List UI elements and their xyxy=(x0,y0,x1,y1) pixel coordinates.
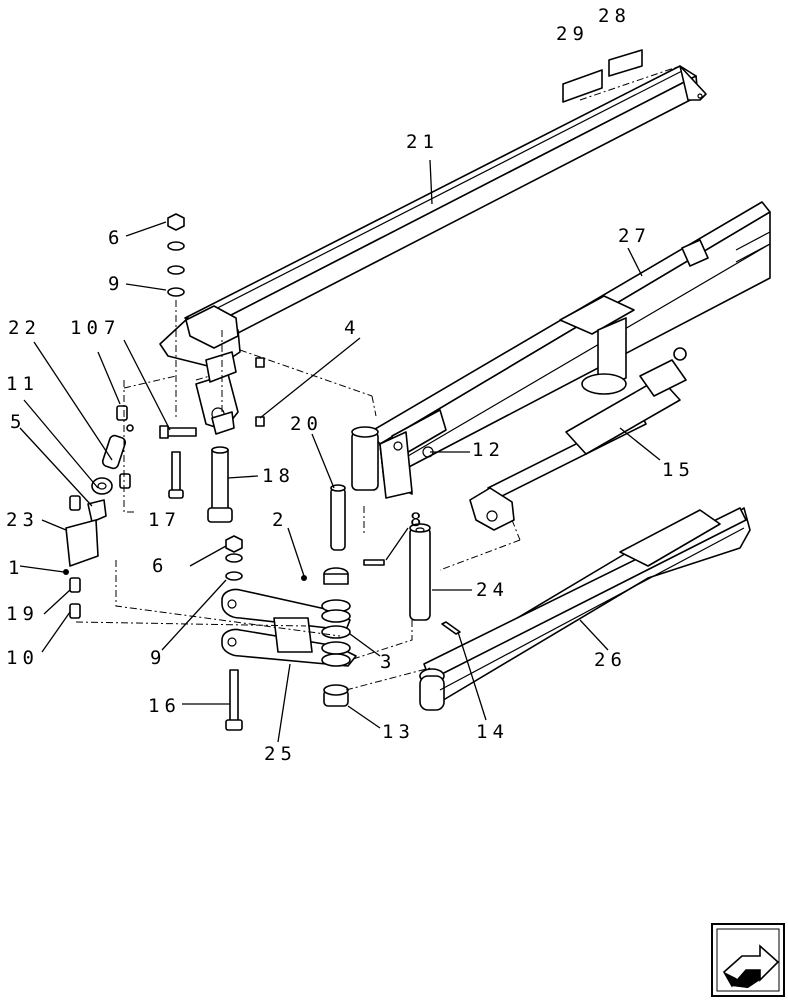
bushing-13 xyxy=(323,684,349,707)
bracket-25 xyxy=(221,588,357,667)
small-parts-left xyxy=(63,405,307,619)
bolt-7 xyxy=(159,425,197,439)
callout-24: 24 xyxy=(476,579,509,601)
callout-9-upper: 9 xyxy=(108,273,124,295)
callout-15: 15 xyxy=(662,459,695,481)
callout-14: 14 xyxy=(476,721,509,743)
cylinder-15 xyxy=(439,347,687,571)
callout-10-upper: 10 xyxy=(70,317,103,339)
callout-1: 1 xyxy=(8,557,24,579)
callout-4: 4 xyxy=(344,317,360,339)
callout-13: 13 xyxy=(382,721,415,743)
leader-lines xyxy=(19,159,661,743)
callout-3: 3 xyxy=(380,651,396,673)
callout-22: 22 xyxy=(8,317,41,339)
bushing-12-pin xyxy=(351,426,379,491)
callout-9-lower: 9 xyxy=(150,647,166,669)
next-page-arrow-icon[interactable] xyxy=(711,923,785,997)
callout-6-lower: 6 xyxy=(152,555,168,577)
callout-29: 29 xyxy=(556,23,589,45)
decal-29 xyxy=(562,69,603,103)
callout-labels: 29 28 21 27 6 9 22 10 7 4 11 5 20 12 15 … xyxy=(6,5,695,765)
pin-24 xyxy=(409,523,431,621)
bolt-18 xyxy=(207,446,233,523)
hardware-stack-upper xyxy=(167,213,185,297)
assembly-lines xyxy=(75,65,681,691)
callout-21: 21 xyxy=(406,131,439,153)
pin-8 xyxy=(363,559,385,566)
callout-12: 12 xyxy=(472,439,505,461)
callout-28: 28 xyxy=(598,5,631,27)
callout-17: 17 xyxy=(148,509,181,531)
callout-26: 26 xyxy=(594,649,627,671)
bolt-16 xyxy=(225,669,243,731)
callout-8: 8 xyxy=(410,509,426,531)
callout-7: 7 xyxy=(104,317,120,339)
boom-arm-26 xyxy=(419,507,751,711)
callout-20: 20 xyxy=(290,413,323,435)
bushing-stack-3 xyxy=(321,567,351,667)
decal-28 xyxy=(608,49,643,77)
callout-10-lower: 10 xyxy=(6,647,39,669)
callout-27: 27 xyxy=(618,225,651,247)
callout-16: 16 xyxy=(148,695,181,717)
callout-5: 5 xyxy=(10,411,26,433)
pin-14 xyxy=(441,621,461,635)
hardware-stack-lower xyxy=(225,535,243,581)
callout-23: 23 xyxy=(6,509,39,531)
bolt-17 xyxy=(168,451,184,499)
callout-2: 2 xyxy=(272,509,288,531)
clevis-12 xyxy=(379,431,413,499)
pin-20 xyxy=(330,484,346,551)
callout-18: 18 xyxy=(262,465,295,487)
boom-tube-21 xyxy=(159,65,707,435)
callout-25: 25 xyxy=(264,743,297,765)
callout-11: 11 xyxy=(6,373,39,395)
callout-6-upper: 6 xyxy=(108,227,124,249)
callout-19: 19 xyxy=(6,603,39,625)
